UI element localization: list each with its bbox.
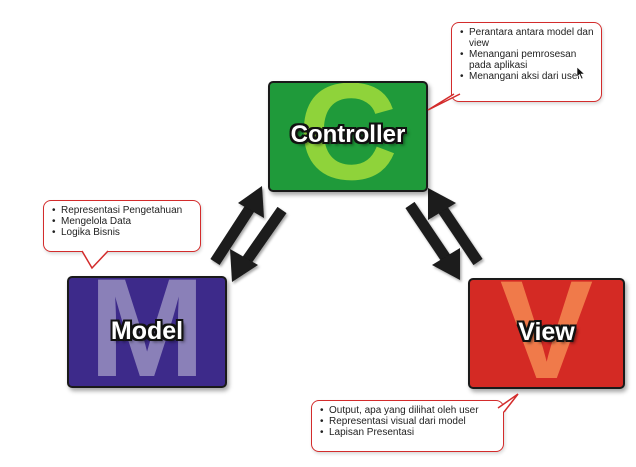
model-note: Representasi Pengetahuan	[52, 205, 194, 216]
controller-callout: Perantara antara model dan view Menangan…	[451, 22, 602, 102]
view-notes-list: Output, apa yang dilihat oleh user Repre…	[320, 405, 497, 438]
model-letter-graphic: M	[88, 276, 206, 388]
controller-note: Perantara antara model dan view	[460, 27, 595, 49]
controller-callout-tail	[427, 93, 461, 111]
view-note: Output, apa yang dilihat oleh user	[320, 405, 497, 416]
view-callout-tail	[497, 393, 519, 413]
view-note: Lapisan Presentasi	[320, 427, 497, 438]
controller-letter-graphic: C	[298, 81, 398, 192]
model-notes-list: Representasi Pengetahuan Mengelola Data …	[52, 205, 194, 238]
arrow-controller-to-view	[405, 201, 460, 280]
arrow-model-to-controller	[210, 186, 264, 265]
model-box: M Model	[67, 276, 227, 388]
model-note: Mengelola Data	[52, 216, 194, 227]
mouse-cursor-icon	[576, 66, 586, 80]
view-letter-graphic: V	[499, 278, 594, 389]
model-callout-tail	[81, 250, 109, 270]
controller-box: C Controller	[268, 81, 428, 192]
view-box: V View	[468, 278, 625, 389]
view-note: Representasi visual dari model	[320, 416, 497, 427]
controller-note: Menangani aksi dari user	[460, 71, 595, 82]
view-title: View	[518, 318, 575, 346]
controller-title: Controller	[290, 121, 406, 148]
model-title: Model	[110, 317, 184, 345]
controller-notes-list: Perantara antara model dan view Menangan…	[460, 27, 595, 82]
arrow-controller-to-model	[230, 206, 287, 282]
controller-note: Menangani pemrosesan pada aplikasi	[460, 49, 595, 71]
arrow-view-to-controller	[428, 188, 483, 266]
view-callout: Output, apa yang dilihat oleh user Repre…	[311, 400, 504, 452]
model-callout: Representasi Pengetahuan Mengelola Data …	[43, 200, 201, 252]
model-note: Logika Bisnis	[52, 227, 194, 238]
